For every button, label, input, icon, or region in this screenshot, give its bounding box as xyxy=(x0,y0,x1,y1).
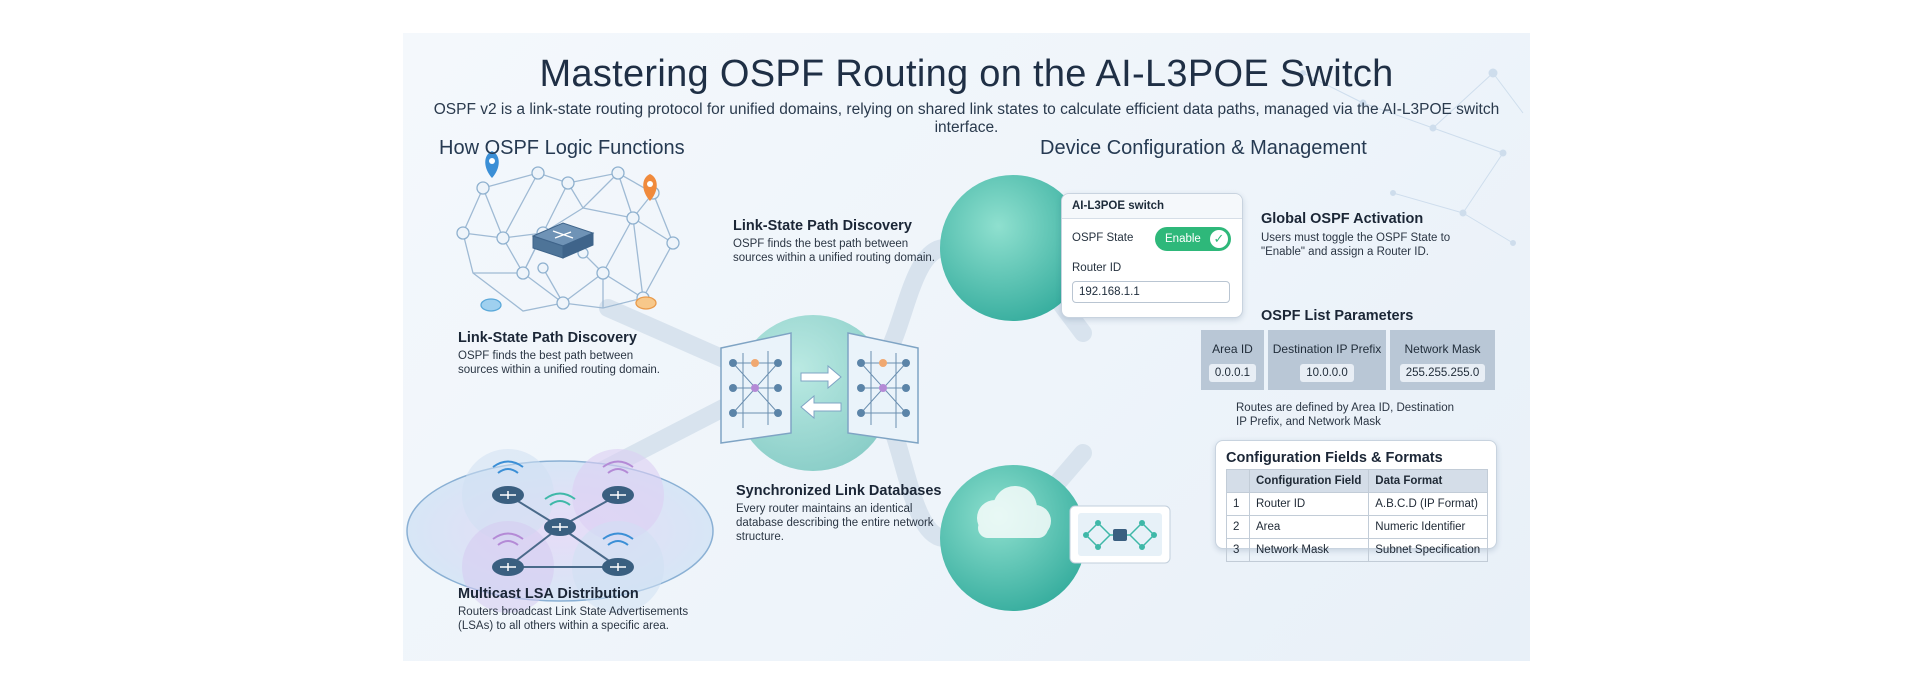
config-fields-title: Configuration Fields & Formats xyxy=(1226,450,1443,466)
location-pin-icon xyxy=(643,174,657,201)
concept-title: Link-State Path Discovery xyxy=(458,330,637,346)
check-icon: ✓ xyxy=(1210,230,1228,248)
table-row: 3 Network Mask Subnet Specification xyxy=(1226,538,1488,562)
concept-desc: Every router maintains an identical data… xyxy=(736,502,976,544)
desc-line: Every router maintains an identical xyxy=(736,503,913,515)
concept-desc: Routers broadcast Link State Advertiseme… xyxy=(458,605,738,633)
table-row: 2 Area Numeric Identifier xyxy=(1226,515,1488,539)
desc-line: IP Prefix, and Network Mask xyxy=(1236,416,1381,428)
concept-desc: OSPF finds the best path between sources… xyxy=(458,349,718,377)
config-fields-panel: Configuration Fields & Formats Configura… xyxy=(1215,440,1497,562)
table-header-row: Configuration Field Data Format xyxy=(1226,469,1488,493)
ospf-state-toggle[interactable]: Enable ✓ xyxy=(1155,227,1231,251)
param-value: 0.0.0.1 xyxy=(1208,364,1257,382)
right-section-heading: Device Configuration & Management xyxy=(1040,137,1367,159)
note-desc: Users must toggle the OSPF State to "Ena… xyxy=(1261,231,1501,259)
table-cell: 3 xyxy=(1226,538,1250,562)
switch-circle xyxy=(940,175,1086,321)
concept-desc: OSPF finds the best path between sources… xyxy=(733,237,973,265)
desc-line: OSPF finds the best path between xyxy=(733,238,909,250)
desc-line: sources within a unified routing domain. xyxy=(733,252,936,264)
page-subtitle: OSPF v2 is a link-state routing protocol… xyxy=(433,101,1500,136)
param-label: Area ID xyxy=(1212,342,1253,356)
list-params-note: Routes are defined by Area ID, Destinati… xyxy=(1236,401,1466,429)
concept-sync-db: Synchronized Link Databases Every router… xyxy=(736,483,976,544)
param-destination-prefix: Destination IP Prefix 10.0.0.0 xyxy=(1268,330,1386,390)
router-id-label: Router ID xyxy=(1072,262,1122,274)
table-header-cell xyxy=(1226,469,1250,493)
switch-icon xyxy=(531,222,595,259)
global-activation-note: Global OSPF Activation Users must toggle… xyxy=(1261,211,1501,259)
router-icon xyxy=(492,486,524,504)
decorative-network xyxy=(1300,68,1524,246)
location-pin-icon xyxy=(485,151,499,178)
concept-multicast: Multicast LSA Distribution Routers broad… xyxy=(458,586,738,633)
sync-arrows-icon xyxy=(800,364,842,420)
diagram-graphics xyxy=(406,68,1524,613)
page-title: Mastering OSPF Routing on the AI-L3POE S… xyxy=(539,53,1394,95)
config-fields-table: Configuration Field Data Format 1 Router… xyxy=(1226,469,1488,562)
router-icon xyxy=(492,558,524,576)
router-id-input[interactable]: 192.168.1.1 xyxy=(1072,281,1230,303)
table-cell: Subnet Specification xyxy=(1368,538,1488,562)
router-icon xyxy=(602,486,634,504)
router-icon xyxy=(544,518,576,536)
network-diagram-icon xyxy=(1069,505,1171,564)
desc-line: (LSAs) to all others within a specific a… xyxy=(458,620,669,632)
table-header-cell: Data Format xyxy=(1368,469,1488,493)
concept-link-state-center: Link-State Path Discovery OSPF finds the… xyxy=(733,218,973,265)
param-network-mask: Network Mask 255.255.255.0 xyxy=(1390,330,1495,390)
table-cell: Numeric Identifier xyxy=(1368,515,1488,539)
desc-line: sources within a unified routing domain. xyxy=(458,364,661,376)
toggle-label: Enable xyxy=(1165,233,1201,245)
router-id-value: 192.168.1.1 xyxy=(1079,286,1140,298)
left-section-heading: How OSPF Logic Functions xyxy=(439,137,685,159)
wifi-signal-icon xyxy=(492,460,634,546)
table-cell: 1 xyxy=(1226,492,1250,516)
desc-line: Routers broadcast Link State Advertiseme… xyxy=(458,606,689,618)
param-value: 10.0.0.0 xyxy=(1300,364,1354,382)
table-cell: Network Mask xyxy=(1248,538,1370,562)
table-cell: 2 xyxy=(1226,515,1250,539)
panel-header: AI-L3POE switch xyxy=(1062,194,1242,219)
concept-title: Synchronized Link Databases xyxy=(736,483,942,499)
desc-line: structure. xyxy=(736,531,784,543)
desc-line: Users must toggle the OSPF State to xyxy=(1261,232,1451,244)
router-icon xyxy=(602,558,634,576)
cloud-icon xyxy=(977,486,1051,538)
note-title: Global OSPF Activation xyxy=(1261,211,1424,227)
table-header-cell: Configuration Field xyxy=(1248,469,1370,493)
panel-header-title: AI-L3POE switch xyxy=(1072,200,1165,212)
database-panel-right xyxy=(847,332,919,444)
desc-line: OSPF finds the best path between xyxy=(458,350,634,362)
concept-link-state-left: Link-State Path Discovery OSPF finds the… xyxy=(458,330,718,377)
table-cell: Area xyxy=(1248,515,1370,539)
table-row: 1 Router ID A.B.C.D (IP Format) xyxy=(1226,492,1488,516)
desc-line: "Enable" and assign a Router ID. xyxy=(1261,246,1429,258)
list-params-title: OSPF List Parameters xyxy=(1261,308,1414,324)
table-cell: Router ID xyxy=(1248,492,1370,516)
database-panel-left xyxy=(720,332,792,444)
ospf-state-label: OSPF State xyxy=(1072,232,1134,244)
switch-settings-panel: AI-L3POE switch OSPF State Enable ✓ Rout… xyxy=(1061,193,1243,318)
concept-title: Link-State Path Discovery xyxy=(733,218,912,234)
param-value: 255.255.255.0 xyxy=(1399,364,1486,382)
infographic-canvas: Mastering OSPF Routing on the AI-L3POE S… xyxy=(403,33,1530,661)
concept-title: Multicast LSA Distribution xyxy=(458,586,639,602)
param-label: Destination IP Prefix xyxy=(1272,342,1382,356)
table-cell: A.B.C.D (IP Format) xyxy=(1368,492,1488,516)
desc-line: Routes are defined by Area ID, Destinati… xyxy=(1236,402,1454,414)
param-label: Network Mask xyxy=(1404,342,1481,356)
param-area-id: Area ID 0.0.0.1 xyxy=(1201,330,1264,390)
desc-line: database describing the entire network xyxy=(736,517,934,529)
